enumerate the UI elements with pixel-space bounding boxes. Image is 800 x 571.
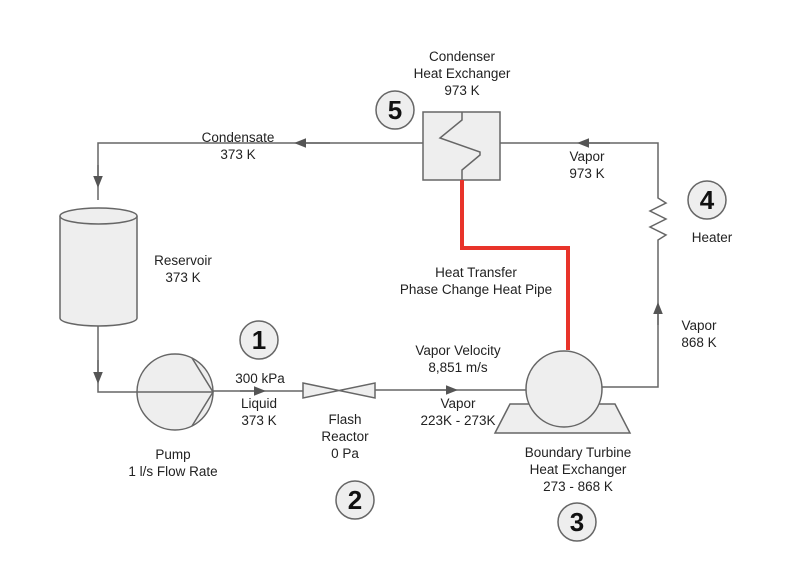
- step-1-badge: [239, 320, 279, 360]
- boundary-turbine: [493, 350, 632, 434]
- step-2-number: 2: [348, 485, 362, 515]
- step-3-number: 3: [570, 507, 584, 537]
- step-5-badge: [375, 90, 415, 130]
- step-4-badge: [687, 180, 727, 220]
- step-3-badge: [557, 502, 597, 542]
- pump: [136, 353, 214, 431]
- reservoir-outlet-pipe: [97, 325, 137, 393]
- step-4-number: 4: [700, 185, 715, 215]
- heater-label: Heater: [691, 230, 733, 245]
- step-1-number: 1: [252, 325, 266, 355]
- step-5-number: 5: [388, 95, 402, 125]
- reservoir-tank: [59, 207, 138, 327]
- flash-reactor-valve: [302, 382, 376, 399]
- vapor-pipe-top: [500, 142, 668, 388]
- condenser-heat-exchanger: [422, 111, 501, 181]
- heat-pipe: [460, 180, 570, 350]
- step-2-badge: [335, 480, 375, 520]
- pressure-label: 300 kPa: [235, 371, 285, 386]
